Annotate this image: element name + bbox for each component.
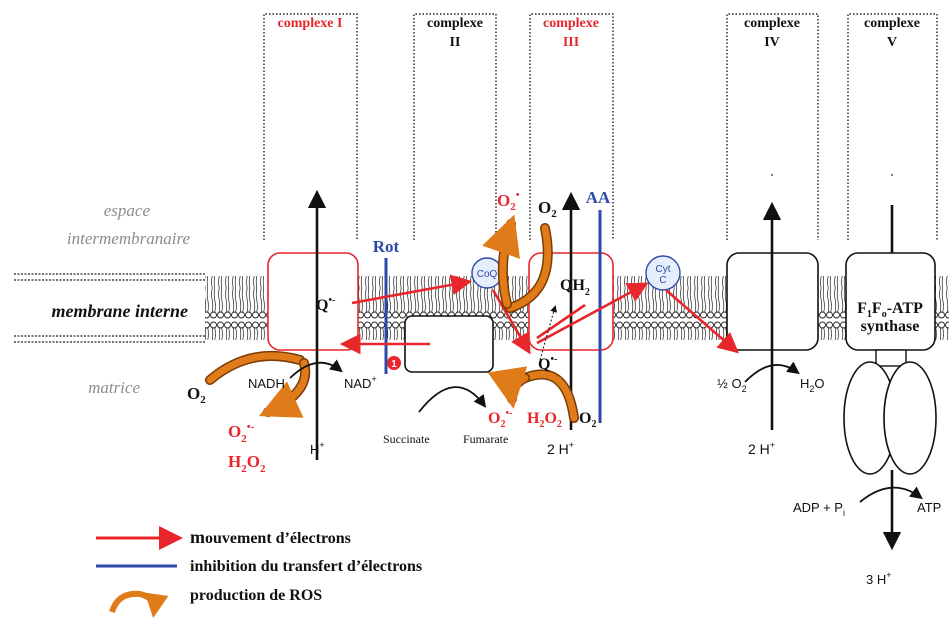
reaction-arrows: [289, 359, 923, 503]
complex-1-superoxide-label: O2•-: [228, 421, 255, 445]
complex-1-o2-label: O2: [187, 384, 206, 406]
complex-5-dot: [891, 174, 893, 176]
complex-5-box-label-2: synthase: [861, 318, 920, 335]
complex-5-title: complexe: [864, 16, 920, 31]
aa-label: AA: [586, 188, 611, 207]
complex-3-o2-top-label: O2: [538, 198, 557, 220]
q-to-qh2-dashed-arrow: [539, 305, 558, 361]
atp-synthase-head-right: [883, 361, 937, 475]
fumarate-label: Fumarate: [463, 432, 508, 446]
nad-label: NAD+: [344, 374, 377, 391]
adp-pi-label: ADP + Pi: [793, 500, 845, 518]
complex-3-o2-bottom-label: O2: [579, 410, 596, 430]
complex-3-superoxide-top-label: O2•: [497, 189, 520, 213]
proton-pump-arrows: [307, 189, 902, 551]
nadh-label: NADH: [248, 376, 285, 391]
complex-5-box-label: F1Fo-ATP: [857, 300, 923, 320]
legend-electron-label: mouvement d’électrons: [190, 527, 351, 547]
rot-label: Rot: [373, 237, 400, 256]
complex-4-numeral: IV: [764, 35, 780, 50]
complex-3-superoxide-bottom-label: O2•-: [488, 408, 512, 430]
complex-1-proton-label: H+: [310, 440, 325, 457]
complex-3-q-label: Q•-: [538, 354, 557, 373]
atp-label: ATP: [917, 500, 941, 515]
complex-4-dot: [771, 174, 773, 176]
coq-label: CoQ: [477, 269, 498, 280]
region-label-intermembranaire: intermembranaire: [67, 229, 191, 248]
region-label-membrane: membrane interne: [51, 301, 188, 321]
complex-2-title: complexe: [427, 16, 483, 31]
region-label-matrice: matrice: [88, 378, 140, 397]
complex-1-title: complexe I: [278, 16, 343, 31]
complex-3-title: complexe: [543, 16, 599, 31]
electron-flow-arrows: [339, 274, 739, 355]
site-1-marker: [387, 356, 401, 370]
cyt-label-bottom: C: [659, 275, 666, 286]
legend-inhibition-label: inhibition du transfert d’électrons: [190, 558, 422, 575]
legend-ros-label: production de ROS: [190, 587, 322, 604]
complex-3-proton-label: 2 H+: [547, 440, 574, 457]
complex-3-h2o2-label: H2O2: [527, 410, 562, 430]
complex-4-proton-label: 2 H+: [748, 440, 775, 457]
region-label-espace: espace: [104, 201, 151, 220]
complex-1-h2o2-label: H2O2: [228, 452, 266, 475]
legend-ros-swatch: [109, 590, 169, 618]
complex-3-qh2-label: QH2: [560, 277, 590, 298]
complex-4-title: complexe: [744, 16, 800, 31]
complex-2-numeral: II: [450, 35, 461, 50]
h2o-label: H2O: [800, 376, 825, 394]
complex-5-proton-label: 3 H+: [866, 570, 892, 587]
atp-synthase-stalk: [875, 349, 907, 367]
site-1-marker-label: 1: [391, 359, 397, 370]
half-o2-label: ½ O2: [717, 376, 747, 394]
complex-5-numeral: V: [887, 35, 897, 50]
complex-columns: [263, 13, 938, 240]
legend: mouvement d’électrons inhibition du tran…: [96, 526, 422, 618]
cyt-label-top: Cyt: [656, 264, 671, 275]
cyt-c-carrier: [645, 255, 681, 291]
succinate-label: Succinate: [383, 432, 430, 446]
complex-1-box: [267, 252, 359, 351]
complex-1-q-label: Q•-: [316, 295, 335, 314]
complex-3-numeral: III: [563, 35, 579, 50]
ros-production-arrows: [205, 214, 579, 423]
